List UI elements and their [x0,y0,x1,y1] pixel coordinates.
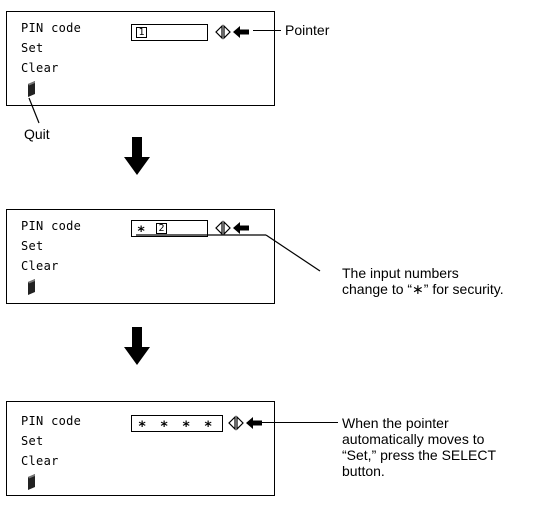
door-icon[interactable] [27,279,37,295]
left-right-triangle-icon[interactable] [228,415,244,431]
menu-item-pin-code[interactable]: PIN code [21,414,82,428]
set-callout-line-2: automatically moves to [342,431,485,447]
security-leader-line [136,234,321,272]
menu-item-set[interactable]: Set [21,434,44,448]
set-callout-line-4: button. [342,463,385,479]
left-right-triangle-icon[interactable] [215,220,231,236]
set-callout-line-3: “Set,” press the SELECT [342,447,497,463]
down-arrow-icon [124,137,150,175]
set-callout-line-1: When the pointer [342,415,449,431]
pin-panel-step-3: PIN code Set Clear ∗ ∗ ∗ ∗ [6,401,275,496]
masked-digit: ∗ [160,416,169,432]
down-arrow-icon [124,327,150,365]
menu-item-clear[interactable]: Clear [21,61,59,75]
pointer-arrow-icon [246,417,262,429]
menu-item-set[interactable]: Set [21,239,44,253]
menu-item-set[interactable]: Set [21,41,44,55]
pointer-leader-line [253,30,281,32]
pin-digit-cursor: 2 [156,223,167,234]
masked-digit: ∗ [204,416,213,432]
left-right-triangle-icon[interactable] [215,24,231,40]
pointer-callout: Pointer [285,22,330,38]
door-icon[interactable] [27,474,37,490]
menu-item-pin-code[interactable]: PIN code [21,219,82,233]
pointer-arrow-icon [233,26,249,38]
quit-callout: Quit [24,126,50,142]
quit-leader-line [28,97,40,124]
menu-item-clear[interactable]: Clear [21,454,59,468]
pin-panel-step-2: PIN code Set Clear ∗ 2 [6,209,275,304]
menu-item-clear[interactable]: Clear [21,259,59,273]
set-leader-line [262,422,338,424]
masked-digit: ∗ [182,416,191,432]
door-icon[interactable] [27,81,37,97]
pin-input-field[interactable]: ∗ 2 [131,220,208,237]
pin-digit-cursor: 1 [136,27,147,38]
pin-input-field[interactable]: ∗ ∗ ∗ ∗ [131,415,223,432]
masked-digit: ∗ [138,416,147,432]
pin-input-field[interactable]: 1 [131,24,208,41]
masked-digit: ∗ [137,221,146,237]
pointer-arrow-icon [233,222,249,234]
security-callout-line-1: The input numbers [342,265,459,281]
security-callout-line-2: change to “∗” for security. [342,281,504,297]
menu-item-pin-code[interactable]: PIN code [21,21,82,35]
pin-panel-step-1: PIN code Set Clear 1 [6,11,275,106]
